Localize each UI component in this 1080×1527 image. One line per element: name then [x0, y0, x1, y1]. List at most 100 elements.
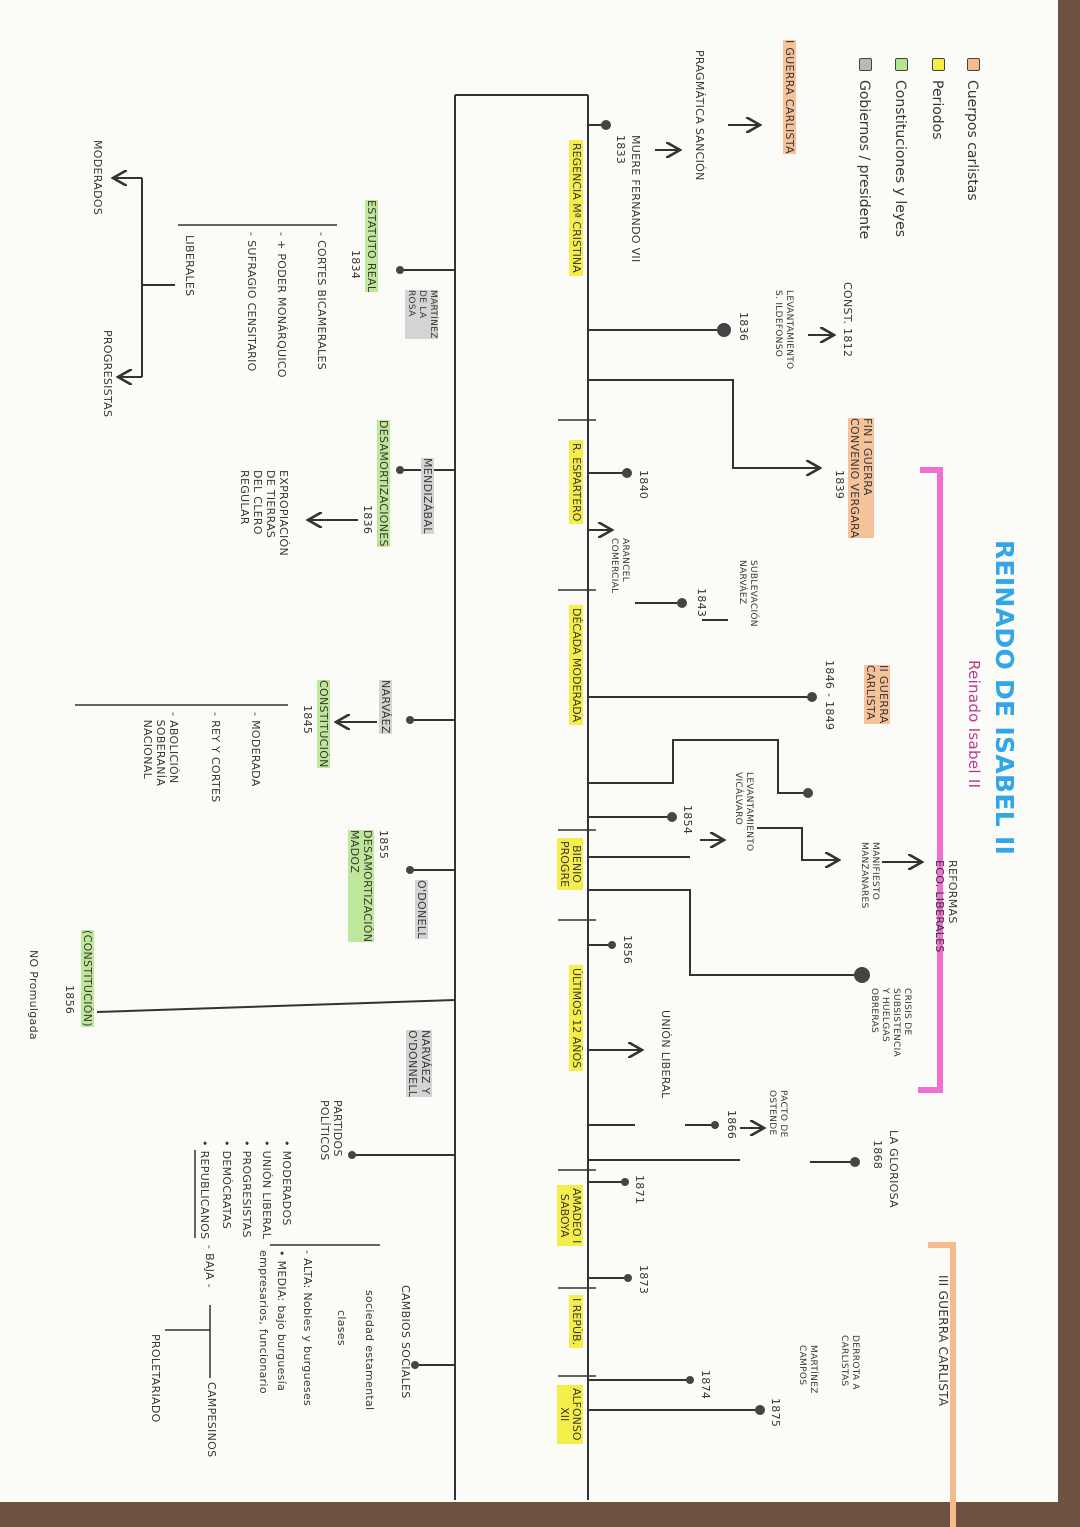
event-muere-fernando: MUERE FERNANDO VII	[629, 135, 642, 263]
event-union-liberal: UNIÓN LIBERAL	[659, 1010, 672, 1099]
legend-label: Constituciones y leyes	[892, 80, 908, 238]
period-amadeo: AMADEO I SABOYA	[557, 1185, 583, 1247]
dot-1846	[807, 692, 817, 702]
legend-label: Gobiernos / presidente	[856, 80, 872, 240]
year-1843: 1843	[695, 588, 708, 618]
year-1836-below: 1836	[361, 505, 374, 535]
year-1856: 1856	[621, 935, 634, 965]
dot-1849	[803, 788, 813, 798]
dot-1836	[717, 323, 731, 337]
period-alfonso-xii: ALFONSO XII	[557, 1385, 583, 1444]
event-derrota-carlistas: DERROTA A CARLISTAS	[839, 1335, 860, 1390]
dot-1873	[624, 1274, 632, 1282]
const1845-item: - REY Y CORTES	[209, 712, 222, 803]
event-manzanares: MANIFIESTO MANZANARES	[859, 842, 880, 909]
gov-mendizabal: MENDIZÁBAL	[421, 458, 434, 534]
year-1833: 1833	[614, 135, 627, 165]
dot-1843	[677, 598, 687, 608]
event-reformas: REFORMAS ECO. LIBERALES	[933, 860, 959, 953]
partido-item: • DEMÓCRATAS	[220, 1140, 233, 1230]
legend-item-governments: Gobiernos / presidente	[856, 58, 872, 239]
gov-narvaez: NARVÁEZ	[379, 680, 392, 734]
dot-partidos	[348, 1151, 356, 1159]
law-constitucion-1845: CONSTITUCIÓN	[317, 680, 330, 768]
dot-1866	[711, 1121, 719, 1129]
dot-1854	[667, 812, 677, 822]
event-sublevacion-narvaez: SUBLEVACIÓN NARVÁEZ	[737, 560, 758, 627]
gov-martinez-rosa: MARTÍNEZ DE LA ROSA	[405, 290, 438, 339]
dot-cambios	[411, 1361, 419, 1369]
event-vicalvaro: LEVANTAMIENTO VICÁLVARO	[733, 772, 754, 852]
grey-square-icon	[859, 58, 872, 71]
event-martinez-campos: MARTÍNEZ CAMPOS	[797, 1345, 818, 1394]
year-1874: 1874	[699, 1370, 712, 1400]
clase-item: • MEDIA: bajo burguesía	[275, 1250, 288, 1392]
event-i-guerra-carlista: I GUERRA CARLISTA	[783, 40, 796, 154]
page-subtitle: Reinado Isabel II	[965, 660, 983, 789]
dot-1840	[622, 468, 632, 478]
partido-item: • REPUBLICANOS	[198, 1140, 211, 1240]
partido-item: • UNIÓN LIBERAL	[260, 1140, 273, 1240]
green-square-icon	[895, 58, 908, 71]
clase-proletariado: PROLETARIADO	[149, 1334, 162, 1423]
cambios-sociales: CAMBIOS SOCIALES	[399, 1285, 412, 1399]
iii-guerra-label: III GUERRA CARLISTA	[936, 1275, 950, 1407]
event-crisis-subsistencia: CRISIS DE SUBSISTENCIA Y HUELGAS OBRERAS	[869, 988, 912, 1058]
event-const-1812: CONST. 1812	[841, 282, 854, 358]
page-title: REINADO DE ISABEL II	[990, 540, 1019, 856]
event-fin-i-guerra: FIN I GUERRA CONVENIO VERGARA	[848, 418, 874, 539]
year-1873: 1873	[637, 1265, 650, 1295]
dot-1834	[396, 266, 404, 274]
estatuto-item: - SUFRAGIO CENSITARIO	[245, 232, 258, 372]
legend-item-carlist: Cuerpos carlistas	[964, 58, 980, 201]
partido-item: • PROGRESISTAS	[240, 1140, 253, 1238]
orange-square-icon	[967, 58, 980, 71]
const1845-item: - MODERADA	[249, 712, 262, 787]
year-1855: 1855	[377, 830, 390, 860]
year-1854: 1854	[681, 805, 694, 835]
partido-label: REPUBLICANOS	[198, 1150, 211, 1240]
const1845-item: - ABOLICIÓN SOBERANÍA NACIONAL	[141, 712, 180, 787]
year-1856-below: 1856	[63, 985, 76, 1015]
year-1839: 1839	[833, 470, 846, 500]
event-ii-guerra-carlista: II GUERRA CARLISTA	[864, 665, 890, 724]
legend-label: Cuerpos carlistas	[964, 80, 980, 201]
clase-campesinos: CAMPESINOS	[205, 1382, 218, 1458]
desamortizacion-result: EXPROPIACIÓN DE TIERRAS DEL CLERO REGULA…	[238, 470, 290, 557]
year-1834: 1834	[349, 250, 362, 280]
dot-1868	[850, 1157, 860, 1167]
year-1875: 1875	[769, 1398, 782, 1428]
dot-mendizabal	[396, 466, 404, 474]
clase-item: empresarios, funcionario	[257, 1250, 270, 1394]
year-1840: 1840	[637, 470, 650, 500]
year-1836: 1836	[737, 312, 750, 342]
law-estatuto-real: ESTATUTO REAL	[365, 200, 378, 293]
partidos-politicos: PARTIDOS POLÍTICOS	[318, 1100, 344, 1161]
group-progresistas: PROGRESISTAS	[101, 330, 114, 418]
event-arancel: ARANCEL COMERCIAL	[609, 538, 630, 594]
legend-label: Periodos	[929, 80, 945, 140]
dot-crisis	[854, 967, 870, 983]
period-decada-moderada: DÉCADA MODERADA	[569, 605, 583, 726]
partido-label: UNIÓN LIBERAL	[260, 1150, 273, 1240]
event-pragmatica: PRAGMÁTICA SANCIÓN	[693, 50, 706, 181]
group-moderados: MODERADOS	[91, 140, 104, 216]
legend-item-periods: Periodos	[929, 58, 945, 140]
dot-odonell	[406, 866, 414, 874]
event-pacto-ostende: PACTO DE OSTENDE	[767, 1090, 788, 1138]
year-1871: 1871	[633, 1175, 646, 1205]
law-constitucion-1856: (CONSTITUCIÓN)	[81, 930, 94, 1027]
period-i-republica: I REPÚB.	[569, 1295, 583, 1349]
gov-odonell: O'DONELL	[415, 880, 428, 939]
clases-label: clases	[335, 1310, 348, 1346]
elbow-1839	[588, 379, 818, 468]
partido-label: MODERADOS	[280, 1150, 293, 1226]
law-desamortizaciones: DESAMORTIZACIONES	[377, 420, 390, 547]
event-levantamiento-ildefonso: LEVANTAMIENTO S. ILDEFONSO	[773, 290, 794, 370]
year-1845: 1845	[301, 705, 314, 735]
period-ultimos-12: ÚLTIMOS 12 AÑOS	[569, 965, 583, 1072]
gov-narvaez-odonnell: NARVÁEZ Y O'DONNELL	[406, 1030, 432, 1098]
clase-baja: - BAJA -	[203, 1245, 216, 1288]
estatuto-item: - + PODER MONÁRQUICO	[275, 232, 288, 378]
